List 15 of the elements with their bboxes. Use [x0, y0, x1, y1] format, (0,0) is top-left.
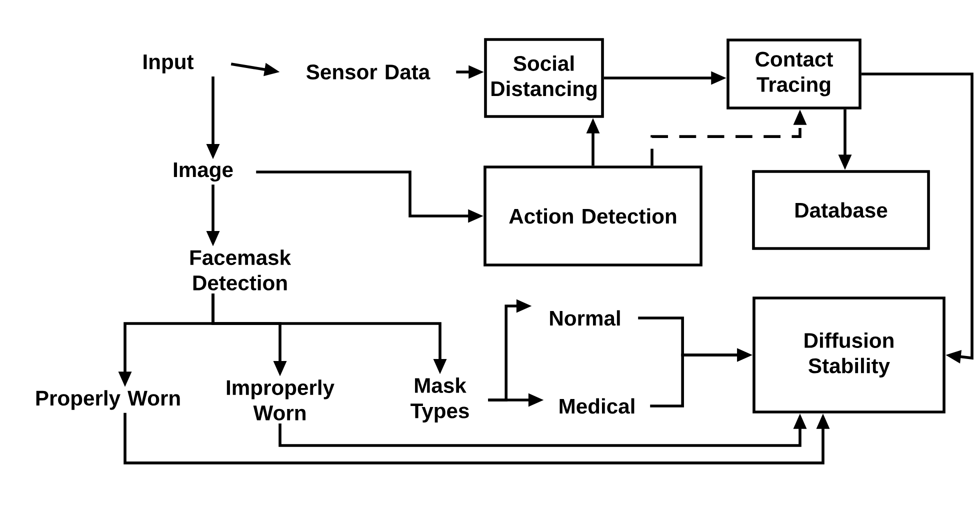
node-label: Mask Types	[410, 378, 469, 422]
process-box: Contact Tracing	[726, 38, 862, 110]
process-box: Action Detection	[484, 166, 702, 266]
process-box: Social Distancing	[484, 38, 604, 118]
node-label: Facemask Detection	[190, 250, 292, 290]
node-label: Improperly Worn	[226, 380, 334, 420]
node-label: Sensor Data	[306, 64, 430, 80]
node-label: Input	[144, 54, 194, 74]
process-box: Diffusion Stability	[752, 296, 946, 414]
node-label: Image	[174, 162, 233, 182]
node-label: Normal	[550, 310, 620, 326]
arrow	[861, 72, 974, 364]
node-label: Properly Worn	[36, 390, 180, 410]
process-box: Database	[752, 170, 930, 250]
node-label: Medical	[560, 398, 634, 414]
